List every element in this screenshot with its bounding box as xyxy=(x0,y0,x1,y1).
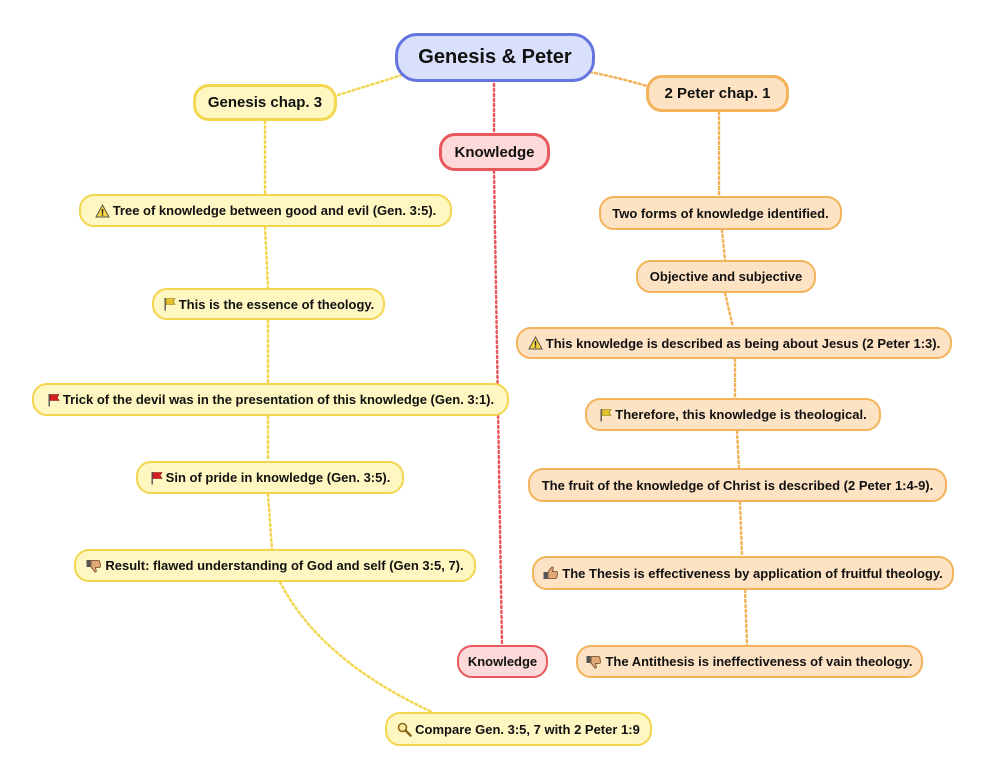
peter-item-5-label: The fruit of the knowledge of Christ is … xyxy=(541,477,934,493)
link-genesis-compare xyxy=(278,580,434,714)
warning-icon xyxy=(94,203,110,218)
peter-item-1[interactable]: Two forms of knowledge identified. xyxy=(599,196,842,230)
genesis-item-2[interactable]: This is the essence of theology. xyxy=(152,288,385,320)
red-flag-icon xyxy=(150,471,163,485)
thumbs-down-icon xyxy=(86,559,102,573)
warning-icon xyxy=(527,336,543,350)
genesis-branch-node[interactable]: Genesis chap. 3 xyxy=(193,84,337,121)
peter-branch-label: 2 Peter chap. 1 xyxy=(664,85,771,102)
link-genesis-chain xyxy=(263,119,274,551)
peter-item-6[interactable]: The Thesis is effectiveness by applicati… xyxy=(532,556,954,590)
peter-item-2[interactable]: Objective and subjective xyxy=(636,260,816,293)
thumbs-up-icon xyxy=(543,566,559,580)
red-flag-icon xyxy=(47,393,60,407)
peter-item-4[interactable]: Therefore, this knowledge is theological… xyxy=(585,398,881,431)
yellow-flag-icon xyxy=(599,408,612,422)
genesis-item-3-label: Trick of the devil was in the presentati… xyxy=(62,392,495,407)
compare-label: Compare Gen. 3:5, 7 with 2 Peter 1:9 xyxy=(415,721,640,737)
compare-node[interactable]: Compare Gen. 3:5, 7 with 2 Peter 1:9 xyxy=(385,712,652,746)
peter-item-4-label: Therefore, this knowledge is theological… xyxy=(615,407,867,422)
thumbs-down-icon xyxy=(586,655,602,669)
link-root-genesis xyxy=(333,73,404,98)
magnifier-icon xyxy=(397,722,412,737)
genesis-branch-label: Genesis chap. 3 xyxy=(207,94,323,111)
genesis-item-3[interactable]: Trick of the devil was in the presentati… xyxy=(32,383,509,416)
root-node[interactable]: Genesis & Peter xyxy=(395,33,595,82)
knowledge-bottom-label: Knowledge xyxy=(467,654,538,669)
peter-item-3[interactable]: This knowledge is described as being abo… xyxy=(516,327,952,359)
link-root-peter xyxy=(588,70,649,88)
genesis-item-1[interactable]: Tree of knowledge between good and evil … xyxy=(79,194,452,227)
peter-item-7-label: The Antithesis is ineffectiveness of vai… xyxy=(605,654,913,669)
peter-item-1-label: Two forms of knowledge identified. xyxy=(612,205,829,221)
genesis-item-4-label: Sin of pride in knowledge (Gen. 3:5). xyxy=(165,470,391,485)
knowledge-bottom-node[interactable]: Knowledge xyxy=(457,645,548,678)
genesis-item-4[interactable]: Sin of pride in knowledge (Gen. 3:5). xyxy=(136,461,404,494)
genesis-item-2-label: This is the essence of theology. xyxy=(178,296,375,312)
genesis-item-5[interactable]: Result: flawed understanding of God and … xyxy=(74,549,476,582)
peter-item-7[interactable]: The Antithesis is ineffectiveness of vai… xyxy=(576,645,923,678)
knowledge-branch-label: Knowledge xyxy=(454,143,535,161)
peter-item-5[interactable]: The fruit of the knowledge of Christ is … xyxy=(528,468,947,502)
genesis-item-1-label: Tree of knowledge between good and evil … xyxy=(112,203,437,218)
genesis-item-5-label: Result: flawed understanding of God and … xyxy=(105,558,464,573)
yellow-flag-icon xyxy=(163,297,176,311)
peter-item-2-label: Objective and subjective xyxy=(649,269,803,284)
link-peter-chain xyxy=(717,110,749,647)
peter-item-6-label: The Thesis is effectiveness by applicati… xyxy=(562,565,943,581)
root-label: Genesis & Peter xyxy=(418,46,572,68)
knowledge-branch-node[interactable]: Knowledge xyxy=(439,133,550,171)
peter-branch-node[interactable]: 2 Peter chap. 1 xyxy=(646,75,789,112)
peter-item-3-label: This knowledge is described as being abo… xyxy=(545,335,941,351)
